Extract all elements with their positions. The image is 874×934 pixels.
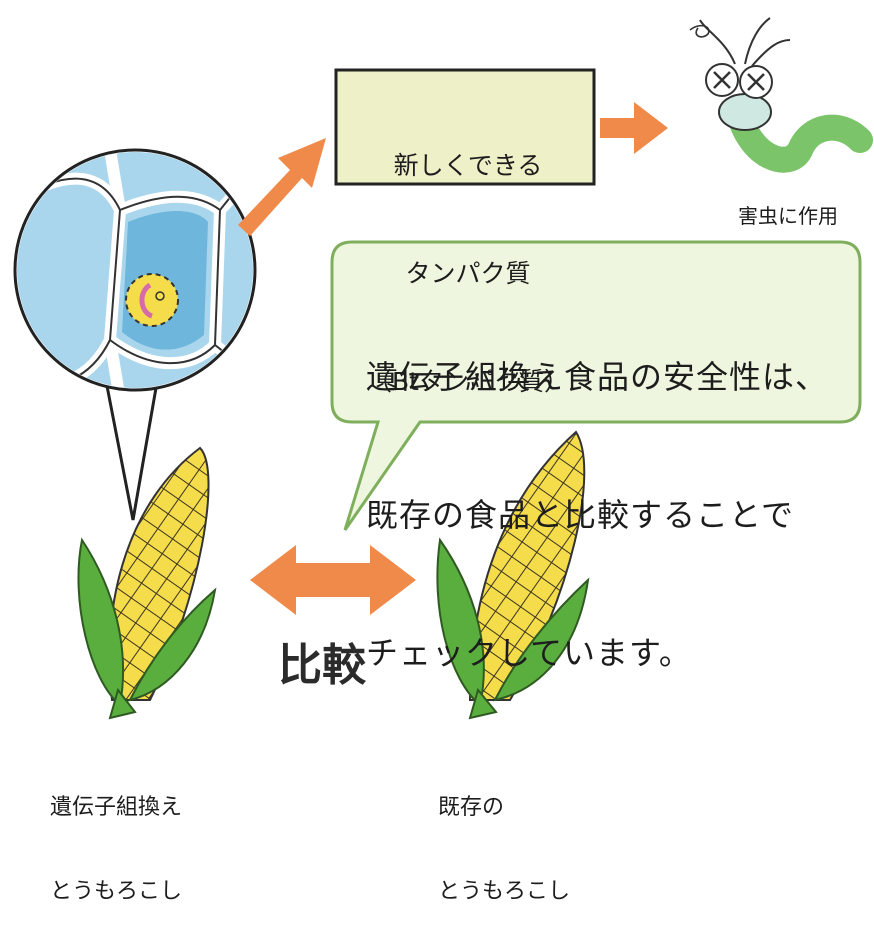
ex-caption-line-1: 既存の — [438, 795, 505, 820]
gm-corn-icon — [77, 446, 217, 720]
protein-line-2: タンパク質 — [405, 259, 531, 288]
caterpillar-icon — [689, 17, 873, 173]
bubble-line-1: 遺伝子組換え食品の安全性は、 — [366, 358, 829, 396]
bubble-line-3: チェックしています。 — [366, 634, 692, 672]
gm-caption-line-1: 遺伝子組換え — [50, 795, 183, 820]
ex-caption-line-2: とうもろこし — [438, 879, 571, 904]
magnify-pointer — [105, 385, 158, 521]
protein-box — [334, 68, 596, 186]
bubble-line-2: 既存の食品と比較することで — [366, 496, 795, 534]
pest-caption: 害虫に作用 — [738, 204, 838, 228]
diagram-canvas — [13, 17, 873, 720]
speech-bubble-text: 遺伝子組換え食品の安全性は、 既存の食品と比較することで チェックしています。 — [366, 262, 828, 722]
gm-caption-line-2: とうもろこし — [50, 879, 183, 904]
existing-corn-icon — [436, 430, 590, 720]
gm-corn-caption: 遺伝子組換え とうもろこし — [50, 738, 182, 934]
protein-line-3: （Btタンパク質） — [367, 367, 569, 396]
compare-arrow — [250, 545, 416, 615]
protein-line-1: 新しくできる — [393, 151, 543, 180]
existing-corn-caption: 既存の とうもろこし — [438, 738, 570, 934]
speech-bubble — [330, 240, 862, 531]
protein-box-label: 新しくできる タンパク質 （Btタンパク質） — [346, 76, 590, 436]
arrow-cell-to-protein — [238, 138, 326, 236]
compare-label: 比較 — [278, 640, 366, 691]
cell-magnified-view — [13, 148, 257, 392]
arrow-protein-to-pest — [600, 102, 668, 154]
